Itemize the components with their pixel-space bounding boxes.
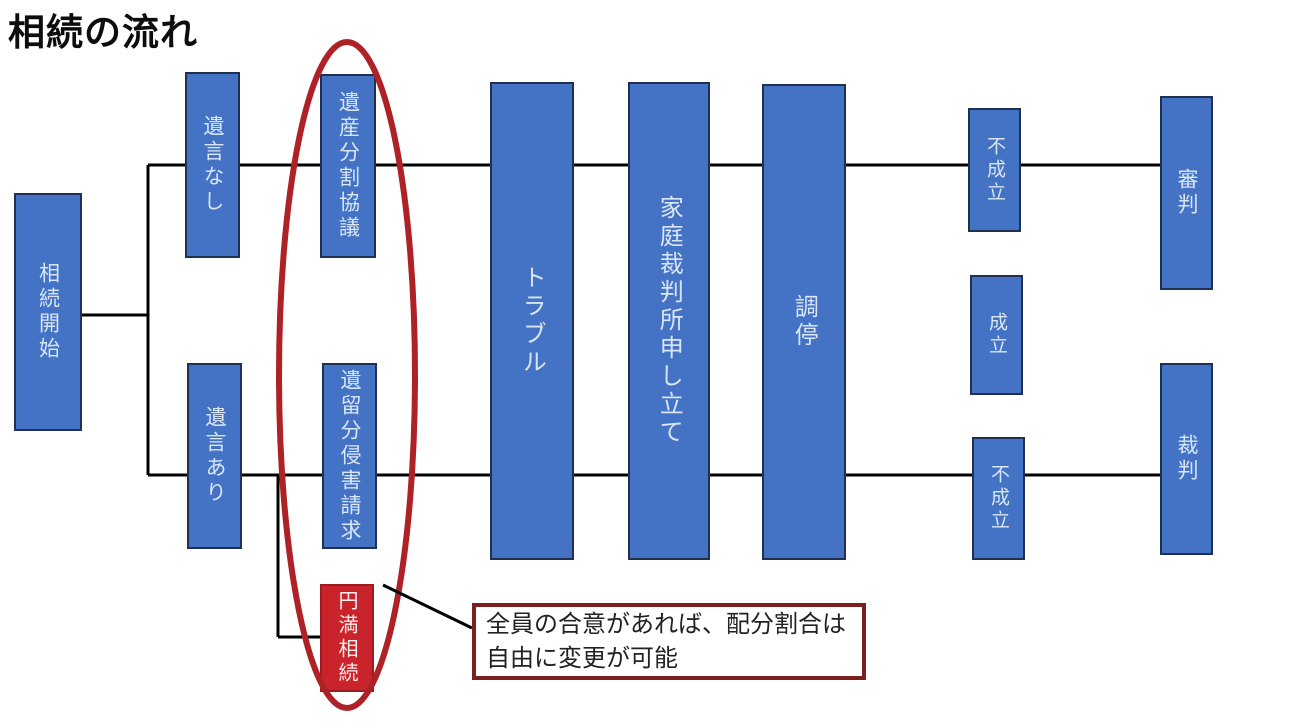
node-yuigon-nashi: 遺言なし bbox=[185, 72, 240, 258]
node-seiritsu: 成立 bbox=[970, 275, 1023, 395]
node-fuseiritsu-bottom: 不成立 bbox=[972, 437, 1025, 560]
node-saiban: 裁判 bbox=[1160, 363, 1213, 555]
node-yuigon-ari: 遺言あり bbox=[187, 363, 242, 549]
node-sozoku-kaishi: 相続開始 bbox=[14, 193, 82, 431]
node-chotei: 調停 bbox=[762, 84, 846, 560]
node-katei-saibansho: 家庭裁判所申し立て bbox=[628, 82, 710, 560]
node-fuseiritsu-top: 不成立 bbox=[968, 108, 1021, 232]
annotation-callout: 全員の合意があれば、配分割合は自由に変更が可能 bbox=[472, 603, 866, 680]
page-title: 相続の流れ bbox=[8, 11, 198, 54]
annotation-text: 全員の合意があれば、配分割合は自由に変更が可能 bbox=[486, 610, 846, 672]
node-iryubun-shingai-seikyu: 遺留分侵害請求 bbox=[322, 363, 377, 549]
node-shinpan: 審判 bbox=[1160, 96, 1213, 290]
node-enman-sozoku: 円満相続 bbox=[320, 584, 374, 692]
node-trouble: トラブル bbox=[490, 82, 574, 560]
node-isan-bunkatsu-kyogi: 遺産分割協議 bbox=[320, 74, 376, 258]
